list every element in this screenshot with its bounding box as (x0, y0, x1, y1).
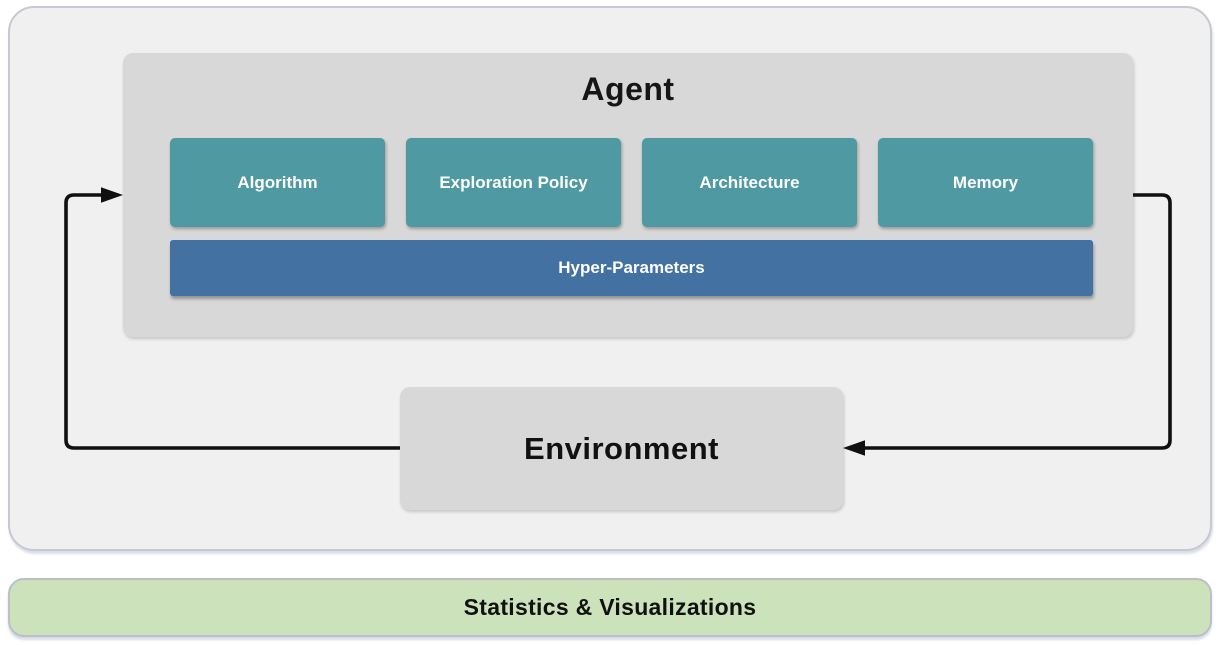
component-memory: Memory (878, 138, 1093, 227)
component-exploration-policy: Exploration Policy (406, 138, 621, 227)
environment-box: Environment (400, 387, 843, 510)
statistics-visualizations-label: Statistics & Visualizations (463, 594, 757, 620)
hyper-parameters-bar: Hyper-Parameters (170, 240, 1093, 296)
statistics-visualizations-bar: Statistics & Visualizations (8, 578, 1212, 637)
environment-title: Environment (524, 430, 719, 466)
agent-component-row: Algorithm Exploration Policy Architectur… (170, 138, 1093, 227)
component-architecture: Architecture (642, 138, 857, 227)
component-algorithm: Algorithm (170, 138, 385, 227)
agent-box: Agent Algorithm Exploration Policy Archi… (123, 53, 1133, 337)
agent-title: Agent (581, 71, 675, 107)
rl-loop-panel: Agent Algorithm Exploration Policy Archi… (8, 6, 1212, 551)
